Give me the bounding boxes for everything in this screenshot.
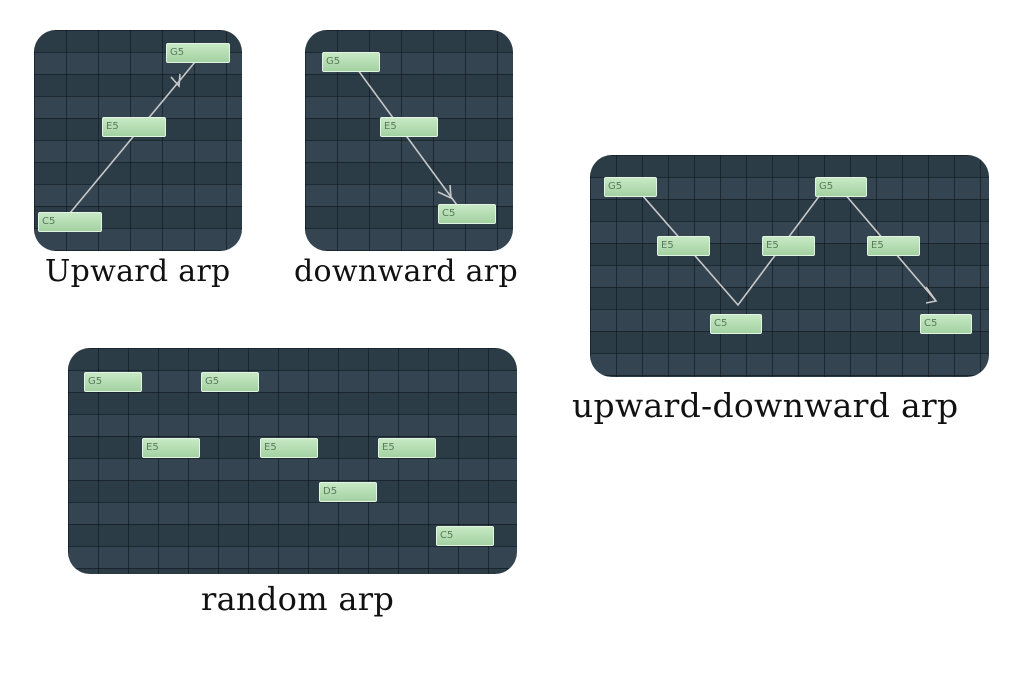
note-c5[interactable]: C5 bbox=[438, 204, 496, 224]
note-e5[interactable]: E5 bbox=[378, 438, 436, 458]
note-c5[interactable]: C5 bbox=[436, 526, 494, 546]
note-e5[interactable]: E5 bbox=[762, 236, 815, 256]
note-g5[interactable]: G5 bbox=[604, 177, 657, 197]
note-e5[interactable]: E5 bbox=[102, 117, 166, 137]
note-c5[interactable]: C5 bbox=[38, 212, 102, 232]
note-e5[interactable]: E5 bbox=[867, 236, 920, 256]
note-e5[interactable]: E5 bbox=[657, 236, 710, 256]
piano-roll-upward: C5 E5 G5 bbox=[34, 30, 242, 251]
note-g5[interactable]: G5 bbox=[201, 372, 259, 392]
note-g5[interactable]: G5 bbox=[815, 177, 867, 197]
note-g5[interactable]: G5 bbox=[322, 52, 380, 72]
caption-upward: Upward arp bbox=[45, 254, 231, 289]
note-d5[interactable]: D5 bbox=[319, 482, 377, 502]
piano-roll-downward: G5 E5 C5 bbox=[305, 30, 513, 251]
piano-roll-upward-downward: G5 E5 C5 E5 G5 E5 C5 bbox=[590, 155, 989, 377]
caption-downward: downward arp bbox=[294, 254, 518, 289]
note-g5[interactable]: G5 bbox=[84, 372, 142, 392]
note-e5[interactable]: E5 bbox=[142, 438, 200, 458]
arrow-downward bbox=[354, 65, 466, 217]
piano-roll-random: G5 E5 G5 E5 D5 E5 C5 bbox=[68, 348, 517, 574]
note-c5[interactable]: C5 bbox=[920, 314, 972, 334]
caption-random: random arp bbox=[201, 580, 395, 618]
note-e5[interactable]: E5 bbox=[260, 438, 318, 458]
note-c5[interactable]: C5 bbox=[710, 314, 762, 334]
note-e5[interactable]: E5 bbox=[380, 117, 438, 137]
note-g5[interactable]: G5 bbox=[166, 43, 230, 63]
caption-upward-downward: upward-downward arp bbox=[572, 386, 959, 425]
